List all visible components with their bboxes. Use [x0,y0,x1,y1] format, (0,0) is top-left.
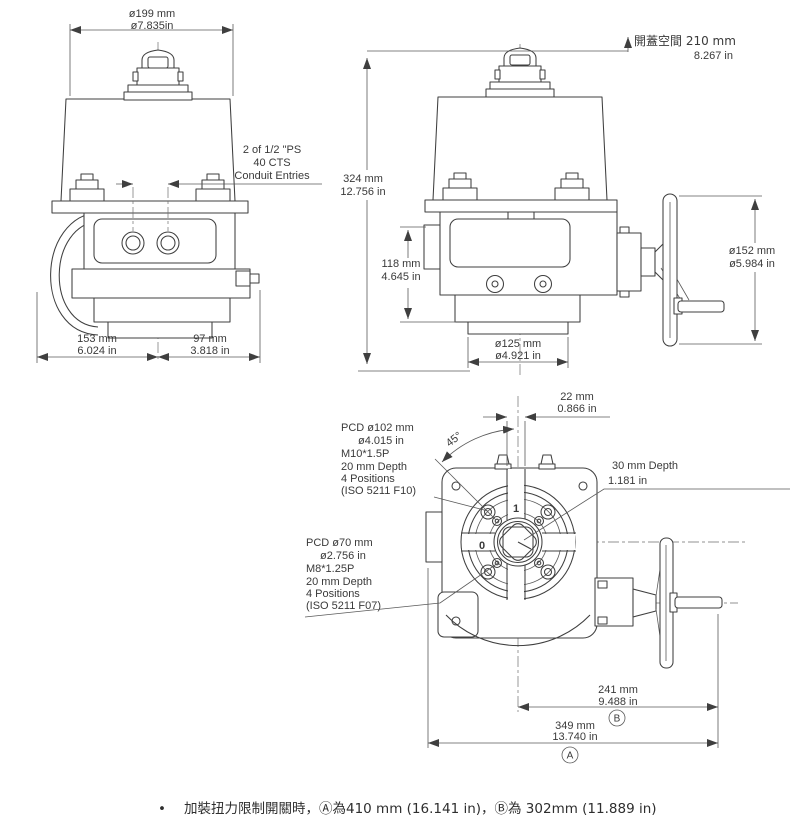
front-dimensions: ø199 mm ø7.835in 2 of 1/2 "PS 40 CTS Con… [36,8,322,363]
pcd102-line5: 4 Positions [341,473,395,485]
conduit-label-2: 40 CTS [253,157,290,169]
side-shaft-block [616,232,642,292]
front-top-cap [123,49,193,101]
conduit-label-3: Conduit Entries [234,170,310,182]
side-output-flange [467,321,569,335]
callout-bolt-circle-outer: PCD ø102 mm ø4.015 in M10*1.5P 20 mm Dep… [341,422,489,512]
side-top-cap [485,47,555,98]
front-base-section [93,297,231,323]
front-conduit-entry-1 [121,231,145,255]
dim-base-dia-in: ø4.921 in [495,350,541,362]
pcd70-line6: (ISO 5211 F07) [306,600,381,612]
front-conduit-entry-2 [156,231,180,255]
depth-line2: 1.181 in [608,475,647,487]
plan-dimensions: 22 mm 0.866 in 45° PCD ø102 mm ø4.015 in… [304,391,790,764]
pcd102-line6: (ISO 5211 F10) [341,485,416,497]
dim-front-width-in: ø7.835in [131,20,174,32]
dim-b-tag-circle [608,709,626,727]
side-limit-switch-blocks [442,172,590,201]
dim-key-width-in: 0.866 in [557,403,596,415]
dim-front-right-mm: 97 mm [193,333,227,345]
pcd70-line2: ø2.756 in [320,550,366,562]
pcd102-line1: PCD ø102 mm [341,422,414,434]
plan-handwheel-assembly [594,537,723,669]
dim-cover-clearance-line1: 開蓋空間 210 mm [634,34,736,48]
callout-bolt-circle-inner: PCD ø70 mm ø2.756 in M8*1.25P 20 mm Dept… [304,537,499,618]
dim-b-tag: B [614,714,621,725]
dim-base-height-mm: 118 mm [382,258,421,270]
dim-height-in: 12.756 in [340,186,385,198]
side-mid-body [439,211,618,296]
dim-a-in: 13.740 in [552,731,597,743]
front-side-bolt [235,270,260,287]
pcd70-line3: M8*1.25P [306,563,354,575]
plan-body-outline [445,614,591,647]
dim-front-left-mm: 153 mm [77,333,117,345]
dim-a-tag: A [567,751,574,762]
callout-socket-depth: 30 mm Depth 1.181 in [523,460,790,541]
front-flange-band [51,200,249,214]
dim-handwheel-dia-mm: ø152 mm [729,245,775,257]
position-indicator-open: 1 [513,503,519,515]
front-view [50,42,260,362]
dim-front-right-in: 3.818 in [190,345,229,357]
plan-view: 1 0 [425,396,745,712]
dim-a-mm: 349 mm [555,720,595,732]
dim-front-left-in: 6.024 in [77,345,116,357]
side-flange-band [424,199,618,213]
pcd70-line5: 4 Positions [306,588,360,600]
dim-b-mm: 241 mm [598,684,638,696]
conduit-label-1: 2 of 1/2 "PS [243,144,301,156]
plan-bolt-holes-inner [491,515,545,569]
dim-b-in: 9.488 in [598,696,637,708]
dim-base-dia-mm: ø125 mm [495,338,541,350]
front-base-plate [107,321,213,339]
side-crank-grip [677,300,725,313]
front-lower-body [71,268,251,299]
dim-key-width-mm: 22 mm [560,391,594,403]
footnote: • 加裝扭力限制開關時，Ⓐ為410 mm (16.141 in)，Ⓑ為 302m… [158,801,657,817]
pcd70-line4: 20 mm Depth [306,576,372,588]
dim-base-height-in: 4.645 in [381,271,420,283]
front-conduit-loop [50,211,101,336]
side-base-section [454,294,581,323]
footnote-bullet: • [158,801,166,817]
dim-height-mm: 324 mm [343,173,383,185]
depth-line1: 30 mm Depth [612,460,678,472]
side-bolt-2 [533,274,553,294]
side-handwheel-assembly [616,193,725,347]
pcd102-line2: ø4.015 in [358,435,404,447]
dim-cover-clearance-line2: 8.267 in [694,50,733,62]
footnote-text: 加裝扭力限制開關時，Ⓐ為410 mm (16.141 in)，Ⓑ為 302mm … [184,801,657,817]
pcd102-line3: M10*1.5P [341,448,389,460]
dim-handwheel-dia-in: ø5.984 in [729,258,775,270]
pcd102-line4: 20 mm Depth [341,461,407,473]
side-bolt-1 [485,274,505,294]
pcd70-line1: PCD ø70 mm [306,537,373,549]
dim-front-width-mm: ø199 mm [129,8,175,20]
dim-a-tag-circle [561,746,579,764]
plan-drive-socket [493,517,543,567]
plan-crank-grip [674,596,723,609]
side-view [423,44,725,378]
side-dimensions: 開蓋空間 210 mm 8.267 in 324 mm 12.756 in 11… [340,34,775,372]
side-left-step [423,224,441,270]
position-indicator-closed: 0 [479,540,485,552]
